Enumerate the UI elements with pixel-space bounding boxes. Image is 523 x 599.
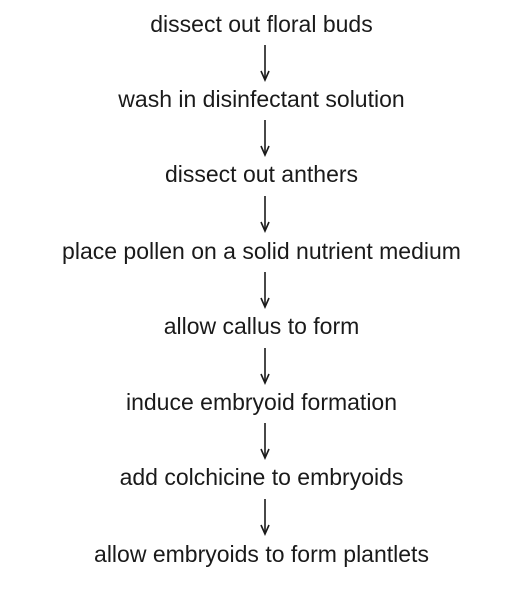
step-6: induce embryoid formation bbox=[125, 389, 398, 415]
arrow-7-icon bbox=[255, 497, 275, 537]
arrow-4-icon bbox=[255, 270, 275, 310]
step-2: wash in disinfectant solution bbox=[118, 86, 405, 112]
step-1: dissect out floral buds bbox=[150, 11, 373, 37]
step-3: dissect out anthers bbox=[164, 161, 359, 187]
arrow-5-icon bbox=[255, 346, 275, 386]
arrow-3-icon bbox=[255, 194, 275, 234]
step-7: add colchicine to embryoids bbox=[119, 464, 404, 490]
step-8: allow embryoids to form plantlets bbox=[94, 541, 429, 567]
step-4: place pollen on a solid nutrient medium bbox=[62, 238, 461, 264]
arrow-1-icon bbox=[255, 43, 275, 83]
arrow-2-icon bbox=[255, 118, 275, 158]
arrow-6-icon bbox=[255, 421, 275, 461]
step-5: allow callus to form bbox=[163, 313, 360, 339]
